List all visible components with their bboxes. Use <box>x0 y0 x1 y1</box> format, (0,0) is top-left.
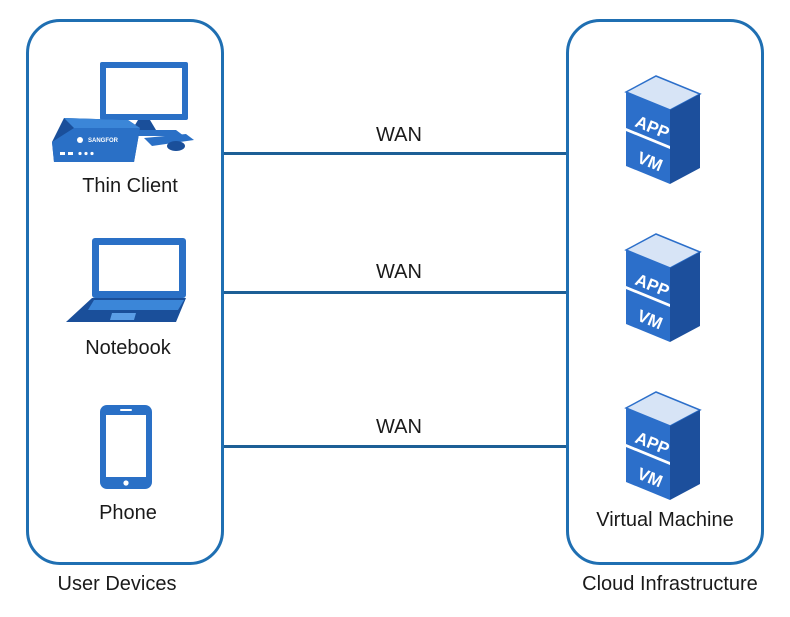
cloud-infrastructure-title: Cloud Infrastructure <box>582 573 758 595</box>
wan-link-2 <box>224 291 566 294</box>
thin-client-icon: SANGFOR <box>52 62 194 162</box>
wan-link-3 <box>224 445 566 448</box>
wan-label-1: WAN <box>376 124 422 146</box>
wan-label-2: WAN <box>376 261 422 283</box>
notebook-label: Notebook <box>85 337 171 359</box>
wan-link-1 <box>224 152 566 155</box>
svg-text:SANGFOR: SANGFOR <box>88 138 119 144</box>
vm-server-icon: APP VM <box>624 391 702 500</box>
user-devices-title: User Devices <box>57 573 177 595</box>
phone-icon <box>100 405 152 489</box>
virtual-machine-label: Virtual Machine <box>596 509 734 531</box>
thin-client-label: Thin Client <box>82 175 178 197</box>
laptop-icon <box>66 238 186 322</box>
wan-label-3: WAN <box>376 416 422 438</box>
vm-server-icon: APP VM <box>624 233 702 342</box>
phone-label: Phone <box>99 502 157 524</box>
vm-server-icon: APP VM <box>624 75 702 184</box>
